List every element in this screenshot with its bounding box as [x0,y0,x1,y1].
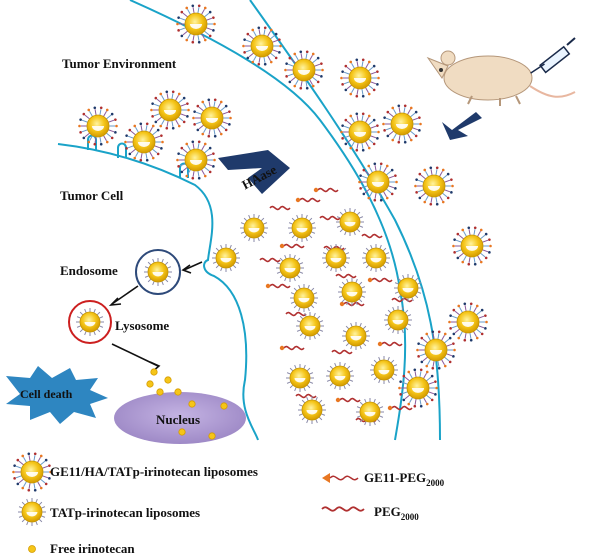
peg-fragments [259,187,413,423]
free-irinotecan-dot [156,388,164,396]
ge11-liposome [150,90,190,130]
peg-fragment [259,257,281,263]
legend-free-irinotecan-symbol [28,545,36,553]
ge11-liposome [414,166,454,206]
ge11-liposome [416,330,456,370]
injection-arrow [442,112,482,140]
tatp-liposome [276,254,304,282]
peg-fragment [331,349,353,355]
cell-death-burst [6,366,108,424]
tumor-environment-label: Tumor Environment [62,56,177,71]
peg-fragment [285,311,307,317]
free-irinotecan-dot [150,368,158,376]
tatp-liposome [326,362,354,390]
ge11-liposome [124,122,164,162]
outer-membrane [129,0,407,441]
ge11-liposome [176,4,216,44]
ge11-liposome [192,98,232,138]
ge11-liposome [78,106,118,146]
peg-fragment [319,215,341,221]
legend-tatp-liposome-icon [18,498,46,526]
legend: GE11/HA/TATp-irinotecan liposomes TATp-i… [12,452,445,556]
legend-ge11-liposome-symbol [12,452,52,492]
tatp-liposome [76,308,104,336]
tatp-liposome [362,244,390,272]
mouse-icon [426,50,576,106]
peg-fragment [361,233,383,239]
lysosome-label: Lysosome [115,318,169,333]
tatp-liposome [288,214,316,242]
tatp-liposome [286,364,314,392]
legend-tatp-liposome-symbol [18,498,46,526]
legend-ge11-liposome-label: GE11/HA/TATp-irinotecan liposomes [50,464,258,479]
tatp-liposome [298,396,326,424]
tatp-liposome [338,278,366,306]
legend-peg-label: PEG2000 [374,504,419,522]
tatp-liposome [370,356,398,384]
nucleus [114,392,246,444]
free-irinotecan-dot [178,428,186,436]
peg-fragment [335,273,357,279]
ge11-peg-fragment [313,187,339,193]
ge11-peg-fragment [367,277,393,283]
tatp-liposome [322,244,350,272]
tatp-liposome [212,244,240,272]
free-irinotecan-dot [164,376,172,384]
ge11-peg-fragment [387,405,413,411]
cell-death-label: Cell death [20,387,73,401]
legend-free-irinotecan-label: Free irinotecan [50,541,135,556]
liposomes [76,4,492,426]
uptake-arrows [108,261,203,373]
tatp-liposome [342,322,370,350]
ge11-liposome [382,104,422,144]
ge11-liposome [448,302,488,342]
legend-ge11-liposome-icon [12,452,52,492]
lysosome-ring [68,300,112,344]
free-irinotecan-dot [208,432,216,440]
cell-membrane [57,143,259,441]
ge11-liposome [358,162,398,202]
ge11-peg-fragment [265,283,291,289]
legend-tatp-liposome-label: TATp-irinotecan liposomes [50,505,200,520]
ge11-liposome [398,368,438,408]
tatp-liposome [296,312,324,340]
tatp-liposome [240,214,268,242]
legend-ge11-peg-label: GE11-PEG2000 [364,470,445,488]
ge11-peg-fragment [279,243,305,249]
ge11-liposome [176,140,216,180]
peg-fragment [391,297,413,303]
ge11-peg-fragment [295,197,321,203]
tatp-liposome [356,398,384,426]
free-irinotecan-dots [146,368,228,440]
nucleus-label: Nucleus [156,412,200,427]
tatp-liposome [394,274,422,302]
free-irinotecan-dot [188,400,196,408]
ge11-liposome [340,112,380,152]
legend-peg-symbol [321,506,365,512]
free-irinotecan-dot [146,380,154,388]
ge11-liposome [242,26,282,66]
haase-arrow: HAase [218,150,290,194]
ge11-peg-fragment [279,345,305,351]
tatp-liposome [290,284,318,312]
ge11-liposome [452,226,492,266]
ge11-liposome [284,50,324,90]
syringe-icon [530,37,576,74]
free-irinotecan-dot [220,402,228,410]
tumor-cell-label: Tumor Cell [60,188,124,203]
tatp-liposome [144,258,172,286]
endosome-label: Endosome [60,263,118,278]
peg-fragment [295,393,317,399]
ge11-liposome [340,58,380,98]
ge11-peg-fragment [377,341,403,347]
tatp-liposome [384,306,412,334]
tatp-liposome [336,208,364,236]
free-irinotecan-dot [174,388,182,396]
endosome-ring [135,249,181,295]
peg-fragment [269,205,291,211]
legend-ge11-peg-symbol [322,473,359,483]
ge11-peg-fragment [335,397,361,403]
